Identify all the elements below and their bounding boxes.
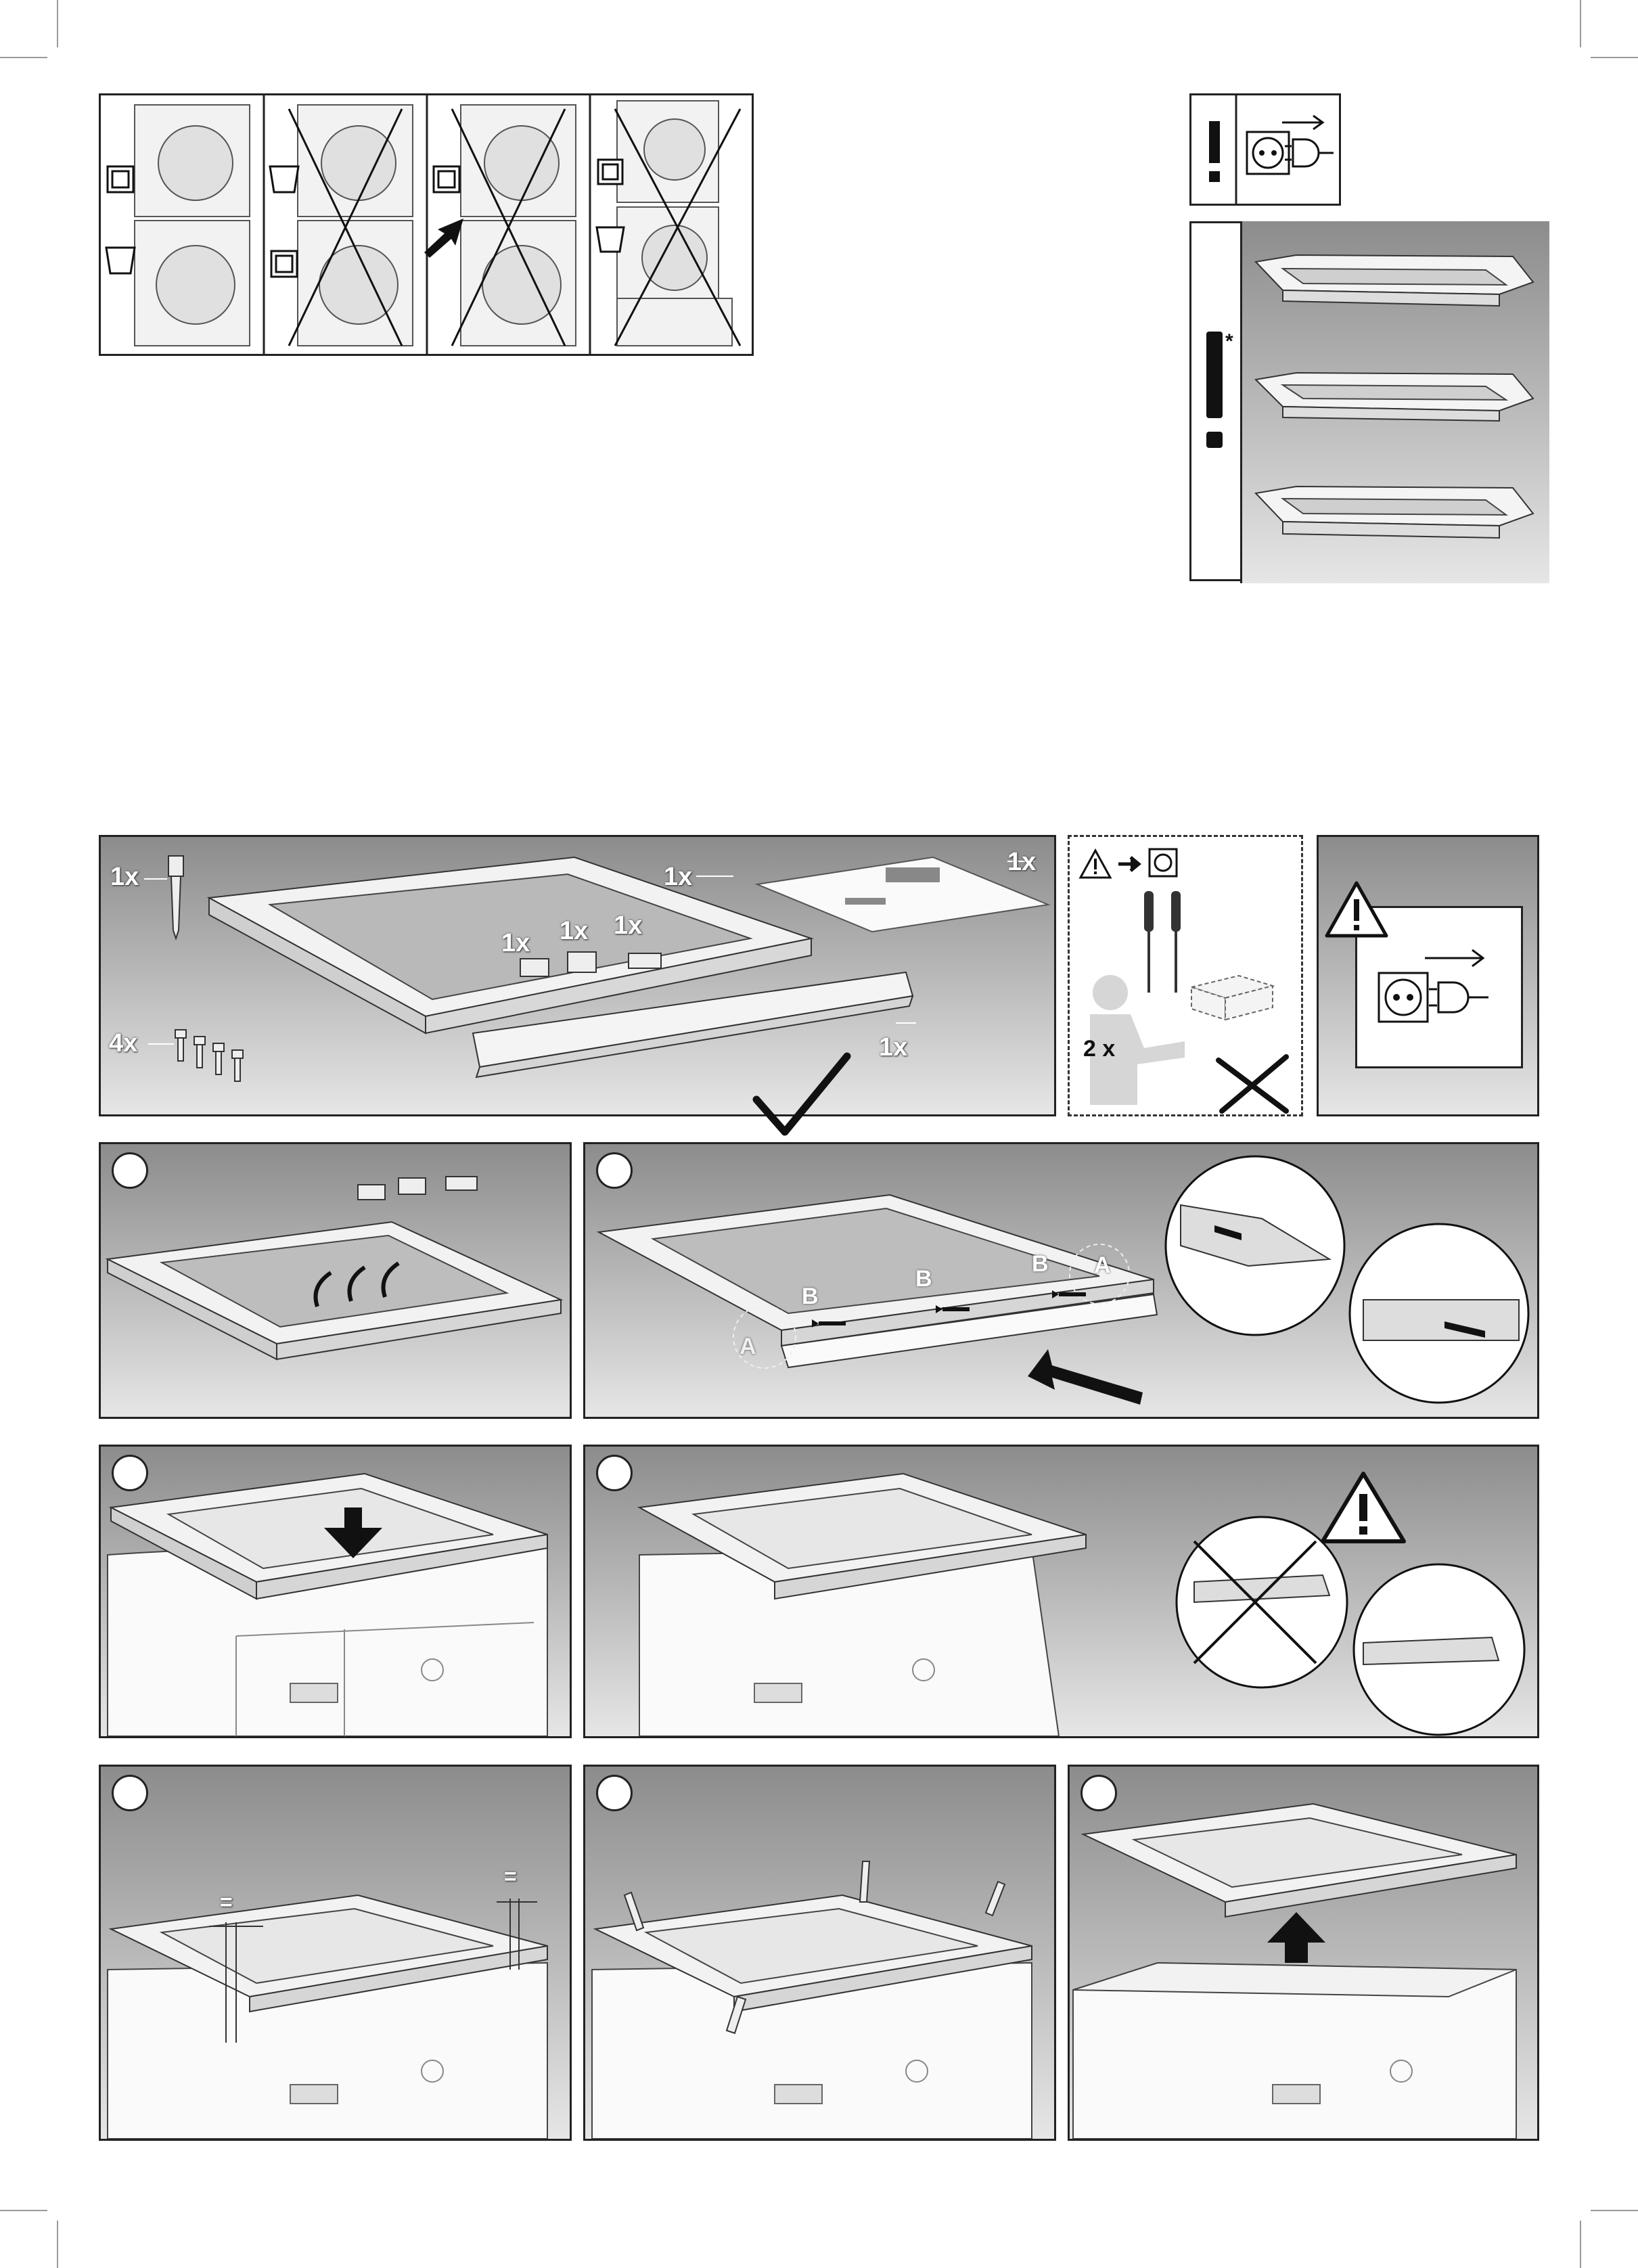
asterisk-mark: *: [1225, 330, 1233, 353]
accessories-drawing: [101, 837, 1054, 1114]
crop-mark: [57, 0, 58, 47]
label-b-right: B: [1032, 1251, 1049, 1277]
qty-clip-1: 1x: [501, 929, 530, 958]
unplug-icon: [1191, 95, 1339, 204]
label-a-right: A: [1094, 1252, 1111, 1279]
checkmark-icon: [751, 1052, 852, 1140]
step-number: [596, 1152, 633, 1189]
step-number: [112, 1152, 148, 1189]
step-number: [596, 1775, 633, 1811]
frame-variants-panel: [1240, 221, 1549, 583]
accessories-panel: 1x 1x 1x 1x 1x 1x 1x 4x: [99, 835, 1056, 1116]
step-2-panel: A B B B A: [583, 1142, 1539, 1419]
stacking-illustration: [101, 95, 752, 354]
unplug-warning-panel: [1317, 835, 1539, 1116]
step-number: [1080, 1775, 1117, 1811]
step-7-panel: [1068, 1765, 1539, 2141]
label-b-mid: B: [915, 1266, 932, 1292]
frame-variants-note: *: [1189, 221, 1545, 581]
stacking-combinations: [99, 93, 754, 356]
crop-mark: [1591, 57, 1638, 58]
step-2-drawing: [585, 1144, 1537, 1417]
step-number: [596, 1455, 633, 1491]
crop-mark: [0, 57, 47, 58]
qty-small-screws: 4x: [109, 1029, 137, 1058]
frame-variants-drawing: [1242, 221, 1549, 583]
step-4-panel: [583, 1445, 1539, 1738]
qty-document: 1x: [1007, 848, 1036, 877]
step-5-panel: = =: [99, 1765, 572, 2141]
qty-frame: 1x: [664, 863, 692, 892]
warning-triangle-icon: [1323, 879, 1390, 940]
qty-long-screw: 1x: [110, 863, 139, 892]
step-3-panel: [99, 1445, 572, 1738]
equal-mark-right: =: [504, 1864, 517, 1889]
equal-mark-left: =: [220, 1890, 233, 1915]
exclamation-icon: [1206, 332, 1223, 467]
step-4-drawing: [585, 1447, 1537, 1736]
qty-clip-2: 1x: [560, 917, 588, 946]
label-b-left: B: [802, 1284, 819, 1310]
step-7-drawing: [1070, 1767, 1537, 2139]
step-6-panel: [583, 1765, 1056, 2141]
step-number: [112, 1455, 148, 1491]
step-1-drawing: [101, 1144, 570, 1417]
qty-clip-3: 1x: [614, 911, 642, 940]
step-6-drawing: [585, 1767, 1054, 2139]
tools-drawing: [1070, 837, 1301, 1114]
step-number: [112, 1775, 148, 1811]
qty-front-bar: 1x: [879, 1033, 907, 1062]
tools-and-persons-box: 2 x: [1068, 835, 1303, 1116]
unplug-warning: [1189, 93, 1341, 206]
step-5-drawing: [101, 1767, 570, 2139]
label-a-left: A: [740, 1334, 756, 1360]
crop-mark: [57, 2221, 58, 2268]
crop-mark: [1580, 0, 1581, 47]
persons-count: 2 x: [1083, 1036, 1115, 1062]
step-1-panel: [99, 1142, 572, 1419]
crop-mark: [0, 2210, 47, 2211]
crop-mark: [1591, 2210, 1638, 2211]
step-3-drawing: [101, 1447, 570, 1736]
crop-mark: [1580, 2221, 1581, 2268]
